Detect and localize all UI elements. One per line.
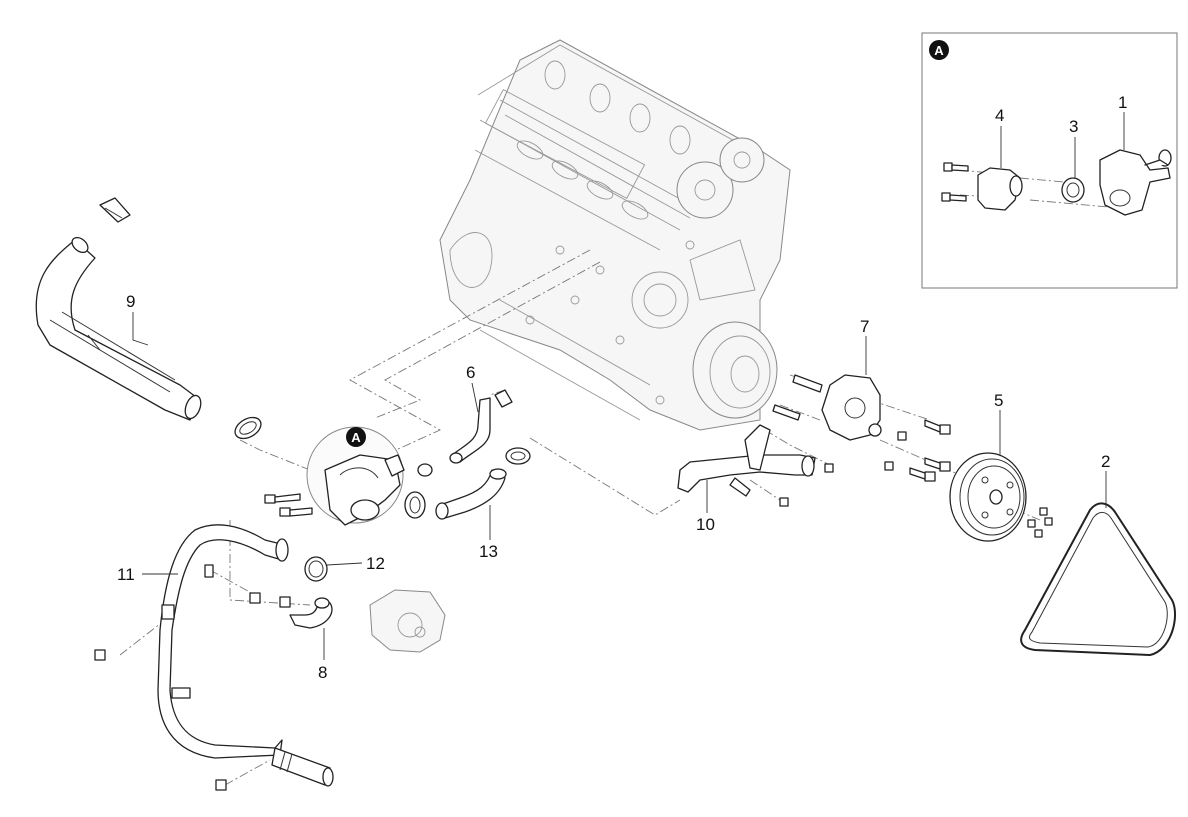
water-pump-7 (772, 374, 882, 441)
bolt-11-a (94, 649, 106, 661)
engine-block (439, 39, 791, 431)
callout-10: 10 (696, 515, 715, 534)
pulley-bolts (1027, 507, 1053, 538)
hose-6 (449, 397, 491, 464)
coolant-pipe-11 (157, 524, 334, 787)
callout-11: 11 (117, 565, 135, 584)
callout-1: 1 (1118, 93, 1127, 112)
detail-marker-a: A (346, 427, 366, 447)
callout-12: 12 (366, 554, 385, 573)
callout-4: 4 (995, 106, 1004, 125)
o-ring-12 (304, 556, 328, 582)
inset-marker-a: A (929, 40, 949, 60)
bolt-7-a (924, 419, 951, 435)
fitting-8-a (249, 592, 261, 604)
clamp-6 (494, 389, 513, 408)
leader-lines (132, 112, 1125, 660)
callout-7: 7 (860, 317, 869, 336)
thermostat-housing-assembly (306, 426, 405, 526)
bolt-7-b (897, 431, 907, 441)
fitting-center (417, 463, 433, 477)
callout-13: 13 (479, 542, 498, 561)
coolant-pipe-10 (677, 424, 816, 497)
callout-5: 5 (994, 391, 1003, 410)
water-pump-ghost (369, 589, 446, 653)
callout-6: 6 (466, 363, 475, 382)
bolt-11-b (215, 779, 227, 791)
bolt-7-c (884, 461, 894, 471)
bolt-10-b (779, 497, 789, 507)
detail-marker-a-label: A (351, 430, 361, 445)
upper-hose (35, 236, 202, 421)
hose-8 (289, 597, 333, 629)
hose-clamp-9 (234, 416, 262, 440)
bolt-10-a (824, 463, 834, 473)
inset-marker-a-label: A (934, 43, 944, 58)
bolt-left-a (264, 493, 301, 504)
bolt-7-d (924, 457, 951, 472)
bolt-7-e (909, 467, 936, 482)
drive-belt-2 (1020, 502, 1176, 656)
clamp-13-a (404, 491, 426, 519)
clamp-13-b (505, 447, 531, 465)
fitting-8-b (279, 596, 291, 608)
callout-2: 2 (1101, 452, 1110, 471)
hose-clamp-top (99, 197, 131, 223)
inset-detail-a (921, 32, 1178, 289)
hose-13 (435, 468, 507, 520)
callout-3: 3 (1069, 117, 1078, 136)
callout-9: 9 (126, 292, 135, 311)
bolt-left-b (279, 507, 313, 517)
pulley-5 (949, 452, 1027, 542)
callout-8: 8 (318, 663, 327, 682)
